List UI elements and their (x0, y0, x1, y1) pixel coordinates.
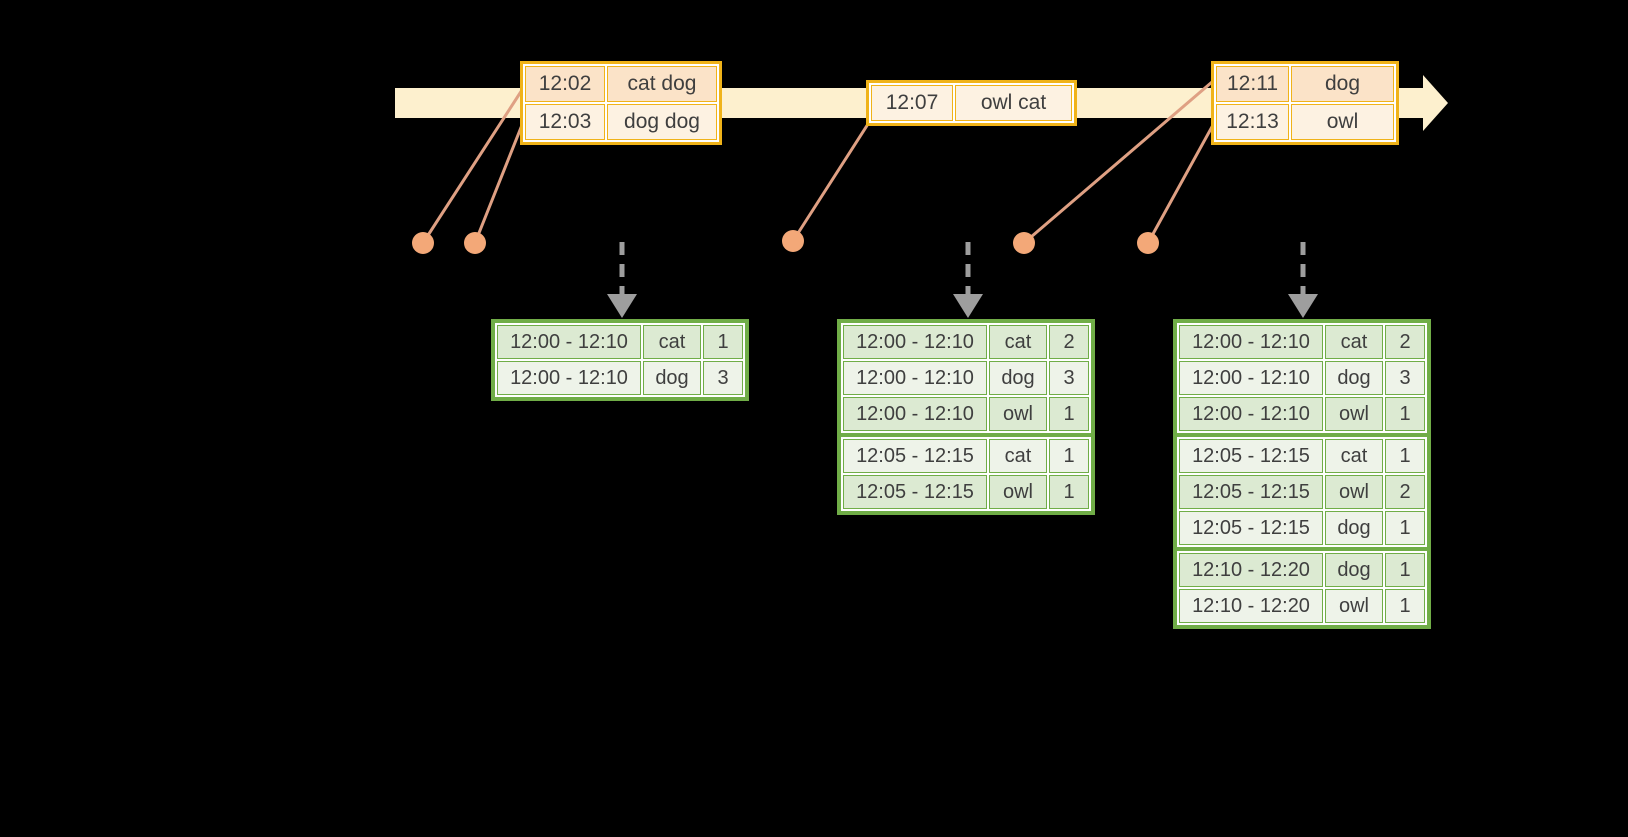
event-marker-dot-icon (782, 230, 804, 252)
event-words-cell: owl (1291, 104, 1394, 140)
result-count-cell: 2 (1385, 325, 1425, 359)
event-time-cell: 12:07 (871, 85, 953, 121)
result-word-cell: owl (1325, 397, 1383, 431)
result-word-cell: cat (1325, 325, 1383, 359)
event-time-cell: 12:11 (1216, 66, 1289, 102)
event-words-cell: cat dog (607, 66, 717, 102)
result-word-cell: dog (1325, 553, 1383, 587)
result-count-cell: 1 (1385, 511, 1425, 545)
event-marker-dot-icon (1137, 232, 1159, 254)
result-count-cell: 1 (1049, 397, 1089, 431)
result-word-cell: owl (989, 475, 1047, 509)
result-count-cell: 2 (1385, 475, 1425, 509)
result-word-cell: cat (989, 325, 1047, 359)
result-window-cell: 12:05 - 12:15 (1179, 439, 1323, 473)
result-window-cell: 12:00 - 12:10 (843, 397, 987, 431)
result-window-cell: 12:10 - 12:20 (1179, 553, 1323, 587)
event-marker-dot-icon (1013, 232, 1035, 254)
result-word-cell: cat (989, 439, 1047, 473)
result-count-cell: 1 (1049, 475, 1089, 509)
result-window-cell: 12:05 - 12:15 (843, 439, 987, 473)
result-count-cell: 3 (703, 361, 743, 395)
result-word-cell: dog (1325, 511, 1383, 545)
result-count-cell: 1 (1385, 589, 1425, 623)
result-count-cell: 3 (1049, 361, 1089, 395)
result-count-cell: 1 (1049, 439, 1089, 473)
result-word-cell: cat (643, 325, 701, 359)
result-window-cell: 12:00 - 12:10 (497, 325, 641, 359)
result-word-cell: dog (989, 361, 1047, 395)
result-word-cell: owl (1325, 589, 1383, 623)
event-marker-dot-icon (464, 232, 486, 254)
result-count-cell: 3 (1385, 361, 1425, 395)
result-count-cell: 1 (1385, 439, 1425, 473)
event-connector-line (421, 88, 524, 245)
event-words-cell: owl cat (955, 85, 1072, 121)
result-count-cell: 2 (1049, 325, 1089, 359)
event-connector-line (791, 122, 870, 243)
result-word-cell: dog (643, 361, 701, 395)
result-window-cell: 12:10 - 12:20 (1179, 589, 1323, 623)
trigger-arrow-icon (953, 242, 983, 318)
result-window-cell: 12:00 - 12:10 (1179, 397, 1323, 431)
result-window-cell: 12:00 - 12:10 (1179, 325, 1323, 359)
result-word-cell: cat (1325, 439, 1383, 473)
result-word-cell: owl (989, 397, 1047, 431)
trigger-arrow-icon (607, 242, 637, 318)
result-window-cell: 12:00 - 12:10 (1179, 361, 1323, 395)
trigger-arrow-icon (1288, 242, 1318, 318)
result-window-cell: 12:00 - 12:10 (843, 325, 987, 359)
event-connector-line (473, 123, 524, 245)
result-window-cell: 12:05 - 12:15 (1179, 511, 1323, 545)
result-window-cell: 12:05 - 12:15 (1179, 475, 1323, 509)
result-window-cell: 12:00 - 12:10 (843, 361, 987, 395)
event-words-cell: dog (1291, 66, 1394, 102)
result-window-cell: 12:00 - 12:10 (497, 361, 641, 395)
event-time-cell: 12:03 (525, 104, 605, 140)
event-marker-dot-icon (412, 232, 434, 254)
event-time-cell: 12:02 (525, 66, 605, 102)
result-count-cell: 1 (1385, 553, 1425, 587)
result-word-cell: owl (1325, 475, 1383, 509)
event-words-cell: dog dog (607, 104, 717, 140)
result-count-cell: 1 (703, 325, 743, 359)
result-word-cell: dog (1325, 361, 1383, 395)
result-window-cell: 12:05 - 12:15 (843, 475, 987, 509)
event-connector-line (1146, 123, 1215, 245)
event-time-cell: 12:13 (1216, 104, 1289, 140)
result-count-cell: 1 (1385, 397, 1425, 431)
